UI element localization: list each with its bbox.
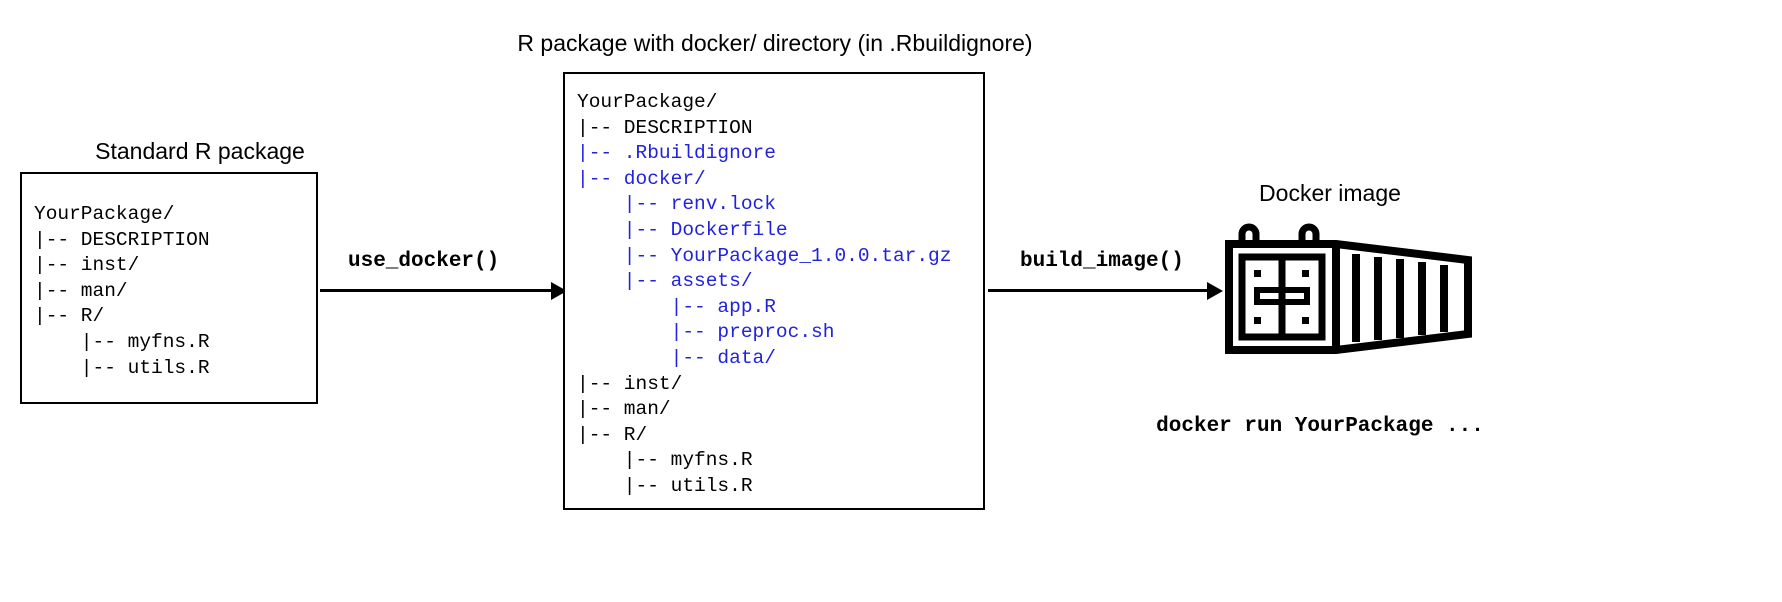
standard-tree-line: |-- man/ — [34, 279, 128, 302]
standard-package-box: YourPackage/|-- DESCRIPTION|-- inst/|-- … — [20, 172, 318, 404]
docker-container-icon — [1224, 222, 1474, 367]
docker-tree-line: YourPackage/ — [577, 91, 718, 113]
docker-tree-line: |-- myfns.R — [577, 449, 753, 472]
left-box-title: Standard R package — [95, 138, 305, 164]
docker-tree-line: |-- preproc.sh — [577, 321, 835, 344]
docker-tree-line: |-- app.R — [577, 295, 776, 318]
build-image-label: build_image() — [1020, 250, 1184, 273]
docker-tree-line: |-- utils.R — [577, 474, 753, 497]
docker-tree-line: |-- assets/ — [577, 270, 753, 293]
docker-tree-line: |-- man/ — [577, 398, 671, 421]
standard-tree-line: |-- myfns.R — [34, 330, 210, 353]
docker-tree-line: |-- .Rbuildignore — [577, 142, 776, 165]
docker-tree-line: |-- Dockerfile — [577, 218, 788, 241]
docker-tree-line: |-- DESCRIPTION — [577, 116, 753, 139]
standard-tree-line: |-- inst/ — [34, 254, 140, 277]
docker-tree-line: |-- R/ — [577, 423, 648, 446]
arrow-build-image-head — [1207, 282, 1223, 300]
docker-tree-line: |-- data/ — [577, 346, 776, 369]
right-title: Docker image — [1259, 180, 1401, 206]
standard-package-tree: YourPackage/|-- DESCRIPTION|-- inst/|-- … — [34, 202, 210, 381]
docker-package-tree: YourPackage/ |-- DESCRIPTION |-- .Rbuildig… — [577, 90, 951, 500]
docker-package-box: YourPackage/ |-- DESCRIPTION |-- .Rbuildig… — [563, 72, 985, 510]
docker-tree-line: |-- inst/ — [577, 372, 683, 395]
docker-tree-line: |-- YourPackage_1.0.0.tar.gz — [577, 244, 952, 267]
docker-tree-line: |-- docker/ — [577, 167, 706, 190]
arrow-use-docker-line — [320, 289, 554, 292]
middle-box-title: R package with docker/ directory (in .Rb… — [517, 30, 1033, 56]
standard-tree-line: |-- DESCRIPTION — [34, 228, 210, 251]
standard-tree-line: |-- R/ — [34, 305, 105, 328]
docker-run-command: docker run YourPackage ... — [1156, 415, 1484, 438]
docker-tree-line: |-- renv.lock — [577, 193, 776, 216]
standard-tree-line: |-- utils.R — [34, 356, 210, 379]
standard-tree-line: YourPackage/ — [34, 203, 175, 225]
arrow-build-image-line — [988, 289, 1210, 292]
use-docker-label: use_docker() — [348, 250, 500, 273]
